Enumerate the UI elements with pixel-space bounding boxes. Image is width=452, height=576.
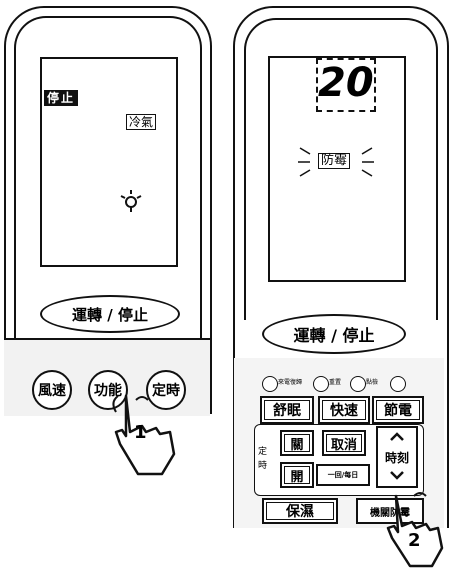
indicator-power-restore-label: 來電復歸 bbox=[278, 379, 303, 386]
indicator-check-label: 點檢 bbox=[366, 379, 379, 386]
left-lcd-screen bbox=[40, 57, 178, 267]
down-arrow-icon[interactable] bbox=[389, 470, 405, 484]
function-button[interactable]: 功能 bbox=[88, 370, 128, 410]
sleep-button[interactable]: 舒眠 bbox=[260, 396, 314, 424]
bulb-icon bbox=[118, 188, 144, 218]
up-arrow-icon[interactable] bbox=[389, 430, 405, 444]
run-stop-button[interactable]: 運轉 / 停止 bbox=[40, 295, 180, 333]
timer-on-button[interactable]: 開 bbox=[280, 462, 314, 488]
lcd-temp-box bbox=[316, 58, 376, 112]
timer-button[interactable]: 定時 bbox=[146, 370, 186, 410]
timer-daily-button[interactable]: 一回/每日 bbox=[316, 464, 370, 486]
step-number-1: 1 bbox=[134, 422, 147, 443]
humidity-button[interactable]: 保濕 bbox=[262, 498, 338, 524]
lcd-stop-label: 停止 bbox=[44, 90, 79, 106]
energy-save-button[interactable]: 節電 bbox=[372, 396, 424, 424]
quick-button[interactable]: 快速 bbox=[318, 396, 370, 424]
timer-group-label-bottom: 時 bbox=[258, 461, 268, 471]
timer-cancel-button[interactable]: 取消 bbox=[322, 430, 366, 456]
lcd-mold-prevention: 防霉 bbox=[318, 153, 351, 169]
flashing-rays-icon bbox=[296, 140, 376, 188]
right-lcd-screen bbox=[268, 56, 406, 282]
indicator-power-restore-circle[interactable] bbox=[262, 376, 278, 392]
run-stop-button[interactable]: 運轉 / 停止 bbox=[262, 314, 406, 354]
indicator-reset-circle[interactable] bbox=[313, 376, 329, 392]
mold-off-button[interactable]: 機關防霉 bbox=[356, 498, 424, 524]
time-adjust-label: 時刻 bbox=[384, 450, 409, 465]
step-number-2: 2 bbox=[408, 530, 421, 551]
hand-pointer-icon bbox=[382, 490, 452, 574]
indicator-blank-circle[interactable] bbox=[390, 376, 406, 392]
lcd-temperature: 20 bbox=[318, 60, 374, 106]
timer-off-button[interactable]: 關 bbox=[280, 430, 314, 456]
indicator-reset-label: 重置 bbox=[329, 379, 342, 386]
time-adjust-button[interactable]: 時刻 bbox=[376, 426, 418, 488]
fan-speed-button[interactable]: 風速 bbox=[32, 370, 72, 410]
lcd-cool-mode: 冷氣 bbox=[126, 114, 157, 130]
indicator-check-circle[interactable] bbox=[350, 376, 366, 392]
timer-group-label-top: 定 bbox=[258, 447, 268, 457]
hand-pointer-icon bbox=[108, 392, 188, 482]
